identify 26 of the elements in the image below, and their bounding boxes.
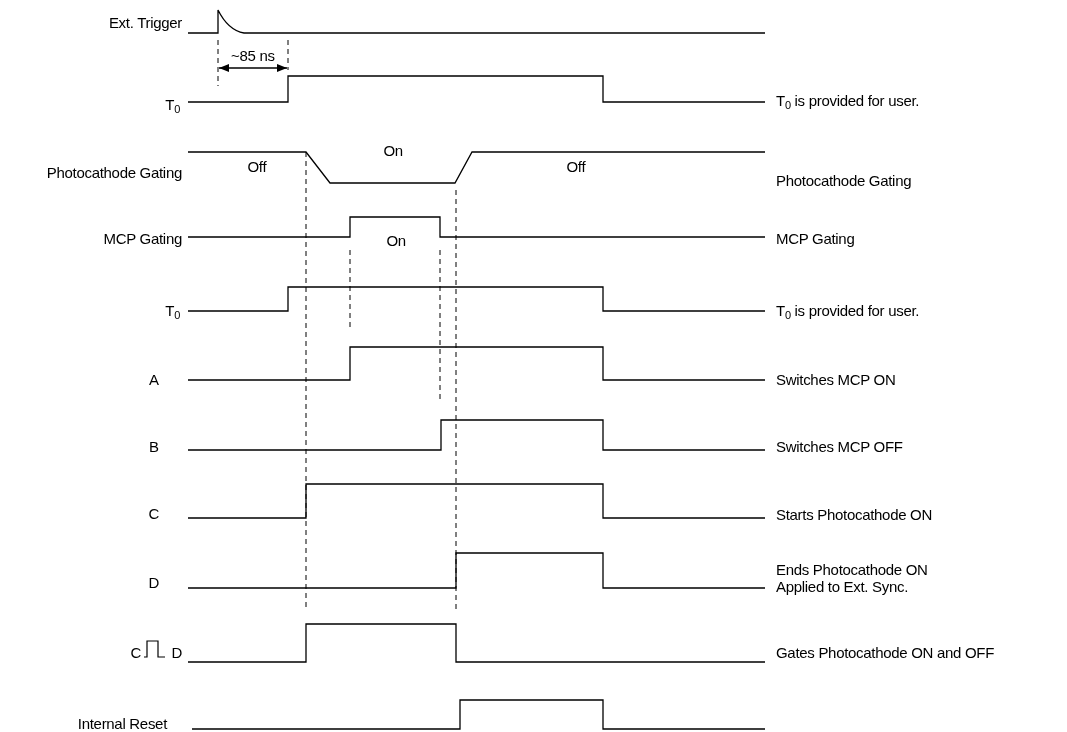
signal-note: Starts Photocathode ON [776, 505, 932, 523]
signal-note: Ends Photocathode ON Applied to Ext. Sync. [776, 561, 929, 595]
signal-name: MCP Gating [103, 229, 182, 247]
signal-name: C [148, 504, 160, 522]
dimension-label: ~85 ns [231, 46, 275, 64]
signal-note: Photocathode Gating [776, 171, 912, 189]
signal-note: Switches MCP OFF [776, 437, 903, 455]
signal-name: A [149, 370, 159, 388]
state-label: On [383, 141, 403, 159]
state-label: Off [566, 157, 586, 175]
signal-note: Switches MCP ON [776, 370, 896, 388]
signal-name: T$_{0}$ [165, 301, 180, 319]
signal-name: D [148, 573, 160, 591]
signal-note: Gates Photocathode ON and OFF [776, 643, 995, 661]
signal-name: C [130, 643, 142, 661]
signal-note: T$_{0}$ is provided for user. [776, 91, 920, 109]
signal-name: Ext. Trigger [108, 13, 182, 31]
signal-name: T$_{0}$ [165, 95, 180, 113]
signal-name: Internal Reset [77, 714, 167, 732]
signal-name: D [171, 643, 183, 661]
state-label: Off [247, 157, 267, 175]
state-label: On [386, 231, 406, 249]
signal-note: T$_{0}$ is provided for user. [776, 301, 920, 319]
signal-name: B [149, 437, 159, 455]
signal-note: MCP Gating [776, 229, 855, 247]
signal-name: Photocathode Gating [46, 163, 182, 181]
